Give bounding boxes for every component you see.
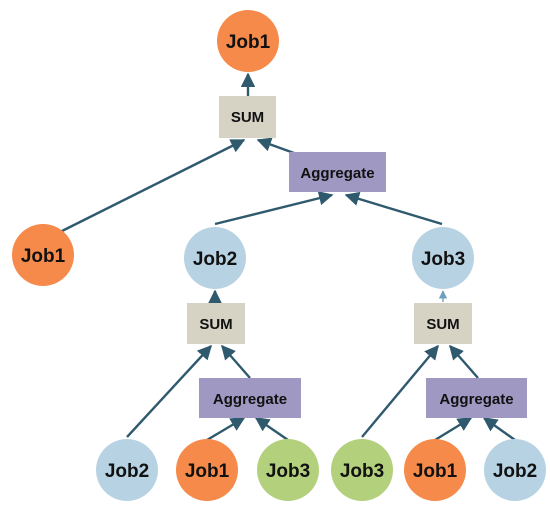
mid-job2-label: Job2 [193,249,237,270]
node-bottom-right-job2: Job2 [484,439,546,501]
right-aggregate-box [426,378,527,418]
bottom-right-job1-circle [404,439,466,501]
right-sum-label: SUM [426,316,459,333]
edge-right-aggregate-to-right-sum [449,344,479,379]
bottom-left-job3-circle [257,439,319,501]
edge-bottom-job3-to-right-sum [361,344,439,438]
bottom-right-job2-circle [484,439,546,501]
node-right-sum: SUM [414,303,472,344]
right-aggregate-label: Aggregate [439,391,513,408]
edge-bottom-job1-to-right-aggregate [434,416,473,442]
bottom-left-job2-circle [96,439,158,501]
top-aggregate-box [289,152,386,192]
left-job1-label: Job1 [21,246,66,267]
node-left-sum: SUM [187,303,245,344]
left-aggregate-box [199,378,301,418]
edge-bottom-job1-to-left-aggregate [206,416,246,442]
node-mid-job3: Job3 [412,227,474,289]
mid-job3-label: Job3 [421,249,465,270]
root-job1-label: Job1 [226,32,271,53]
edge-mid-job2-to-top-aggregate [214,191,334,226]
edges [59,72,516,442]
edge-bottom-job2-to-left-sum [126,344,212,438]
bottom-left-job1-circle [176,439,238,501]
top-sum-box [219,96,276,138]
left-sum-label: SUM [199,316,232,333]
right-sum-box [414,303,472,344]
node-root-job1: Job1 [217,10,279,72]
bottom-right-job3-circle [331,439,393,501]
node-right-aggregate: Aggregate [426,378,527,418]
node-top-aggregate: Aggregate [289,152,386,192]
node-bottom-right-job1: Job1 [404,439,466,501]
node-top-sum: SUM [219,96,276,138]
left-job1-circle [12,224,74,286]
bottom-right-job3-label: Job3 [340,461,384,482]
node-bottom-left-job2: Job2 [96,439,158,501]
edge-left-aggregate-to-left-sum [221,344,251,379]
top-sum-label: SUM [231,109,264,126]
edge-mid-job3-to-top-aggregate [344,191,443,226]
mid-job2-circle [184,227,246,289]
left-sum-box [187,303,245,344]
mid-job3-circle [412,227,474,289]
edge-bottom-job3-to-left-aggregate [254,417,289,441]
node-left-job1: Job1 [12,224,74,286]
top-aggregate-label: Aggregate [300,165,374,182]
node-left-aggregate: Aggregate [199,378,301,418]
root-job1-circle [217,10,279,72]
node-bottom-left-job3: Job3 [257,439,319,501]
edge-left-job1-to-top-sum [59,138,246,234]
node-mid-job2: Job2 [184,227,246,289]
bottom-left-job3-label: Job3 [266,461,310,482]
bottom-left-job2-label: Job2 [105,461,149,482]
node-bottom-left-job1: Job1 [176,439,238,501]
node-bottom-right-job3: Job3 [331,439,393,501]
bottom-right-job2-label: Job2 [493,461,537,482]
edge-bottom-job2-to-right-aggregate [482,417,516,441]
bottom-left-job1-label: Job1 [185,461,230,482]
bottom-right-job1-label: Job1 [413,461,458,482]
left-aggregate-label: Aggregate [213,391,287,408]
